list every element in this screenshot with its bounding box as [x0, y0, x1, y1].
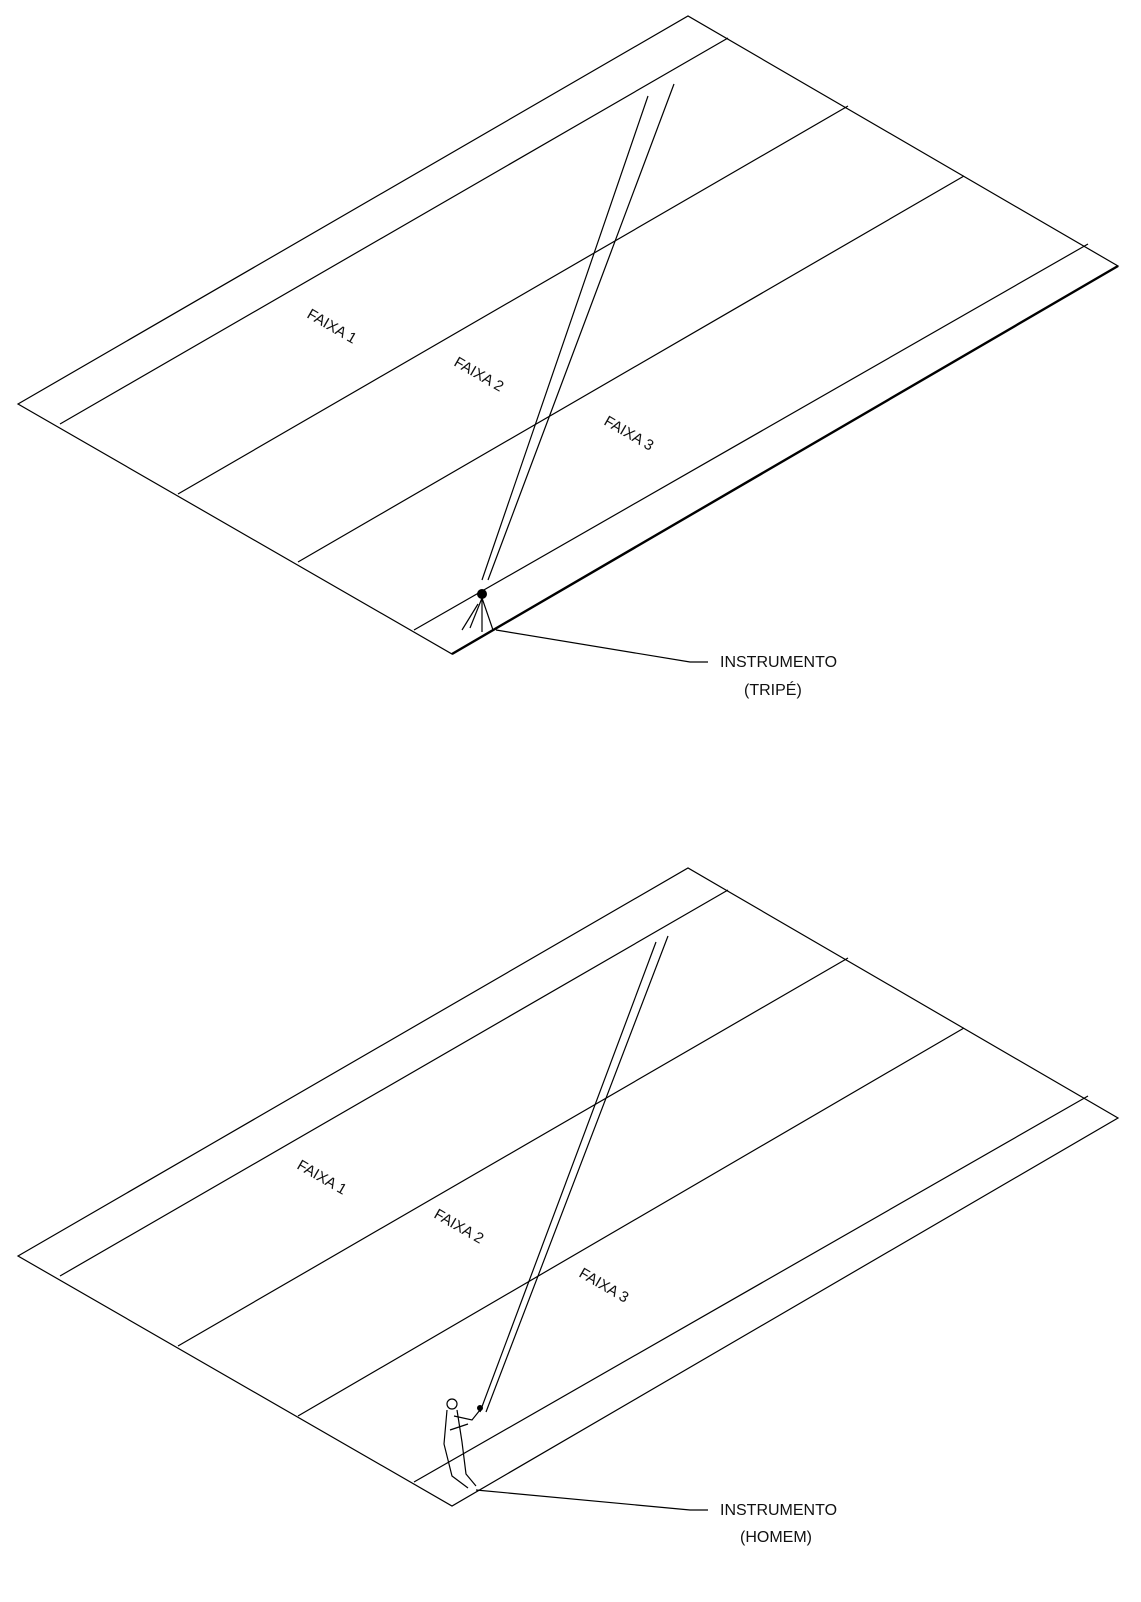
sight-line-a	[481, 95, 649, 581]
callout-title-top: INSTRUMENTO	[720, 654, 837, 671]
lane-line-1	[59, 37, 729, 425]
callout-subtitle-top: (TRIPÉ)	[744, 680, 802, 699]
lane-line-4	[413, 243, 1089, 631]
lane-line-2	[177, 105, 849, 495]
callout-title-bottom: INSTRUMENTO	[720, 1502, 837, 1519]
lane-line-1	[59, 889, 729, 1277]
lane-line-2	[177, 957, 849, 1347]
tripod-icon	[461, 589, 494, 632]
lane-line-3	[297, 175, 965, 563]
lane-label-1: FAIXA 1	[294, 1157, 349, 1199]
diagram-top: FAIXA 1 FAIXA 2 FAIXA 3 INSTRUMENTO (TRI…	[16, 15, 1120, 699]
lane-line-3	[297, 1027, 965, 1417]
lane-label-2: FAIXA 2	[431, 1206, 486, 1248]
callout-leader-bottom	[475, 1489, 708, 1511]
road-front-edge	[451, 264, 1119, 656]
standing-man-icon	[443, 1398, 483, 1489]
sight-line-b	[487, 83, 675, 581]
callout-subtitle-bottom: (HOMEM)	[740, 1529, 812, 1546]
lane-label-3: FAIXA 3	[601, 413, 656, 455]
lane-label-1: FAIXA 1	[304, 306, 359, 348]
road-slab-outline	[16, 867, 1120, 1507]
lane-label-3: FAIXA 3	[576, 1265, 631, 1307]
road-slab-outline	[16, 15, 1120, 655]
lane-label-2: FAIXA 2	[451, 354, 506, 396]
sight-line-b	[485, 935, 669, 1413]
callout-leader-top	[495, 629, 708, 663]
lane-line-4	[413, 1095, 1089, 1483]
sight-line-a	[479, 941, 657, 1413]
diagram-bottom: FAIXA 1 FAIXA 2 FAIXA 3 INSTRUMENTO (HOM…	[16, 867, 1120, 1546]
